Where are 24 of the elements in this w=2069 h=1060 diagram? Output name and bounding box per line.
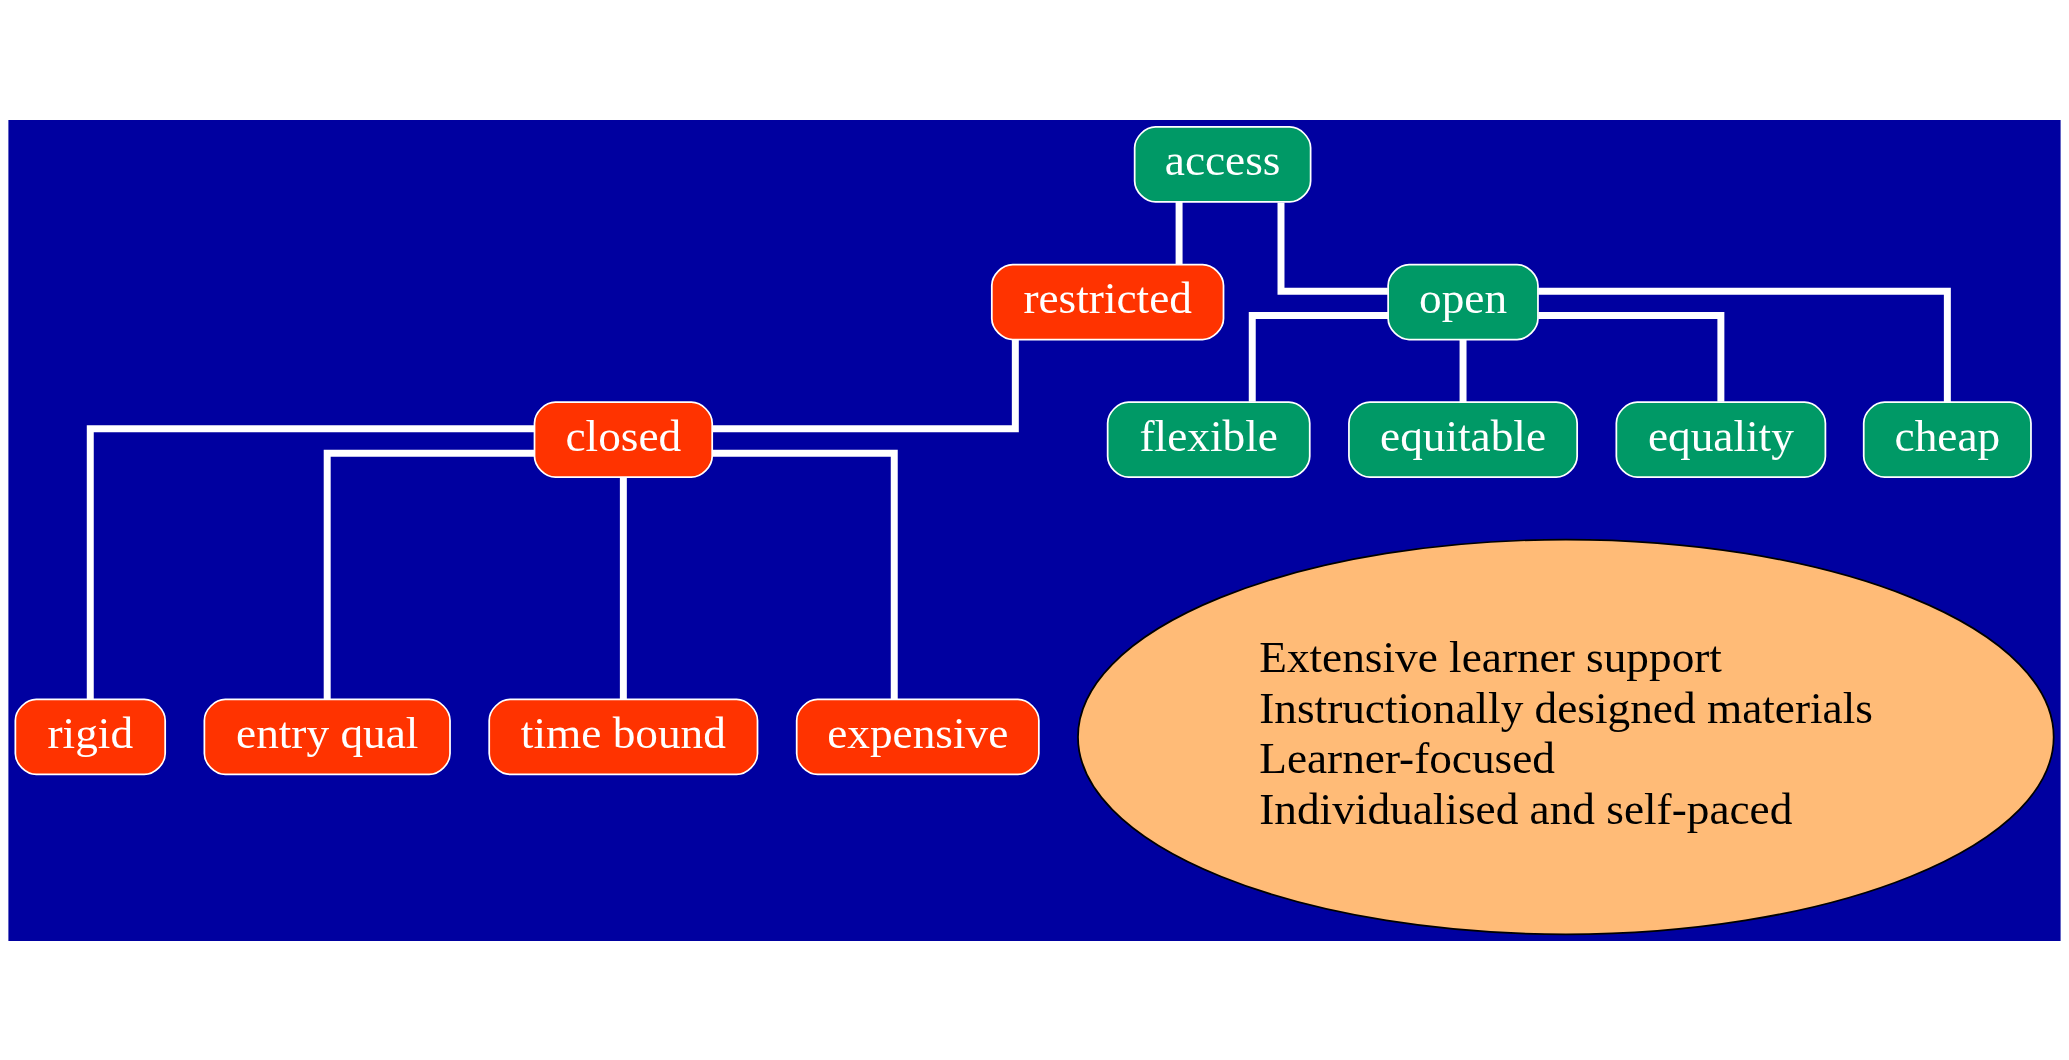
node-ellipse: Extensive learner support Instructionally designed materials Learner-focused Individualised and self-paced: [1077, 538, 2055, 935]
connector: [86, 424, 535, 699]
node-box: equality: [1615, 400, 1827, 478]
connector: [1459, 339, 1467, 402]
connector: [619, 476, 627, 699]
connector: [1248, 311, 1389, 402]
node-box: closed: [533, 400, 714, 478]
connector: [1538, 311, 1725, 402]
connector: [1277, 201, 1388, 295]
node-box: open: [1387, 263, 1539, 340]
connector: [712, 449, 898, 699]
node-box: equitable: [1348, 400, 1579, 478]
node-box: flexible: [1106, 400, 1311, 478]
node-box: rigid: [14, 698, 167, 775]
node-box: cheap: [1862, 400, 2032, 478]
node-box: restricted: [990, 263, 1225, 340]
node-box: time bound: [488, 698, 759, 775]
node-box: access: [1133, 125, 1312, 203]
connector: [1538, 287, 1951, 402]
node-box: entry qual: [203, 698, 451, 775]
connector: [1175, 201, 1183, 264]
connector: [712, 339, 1019, 432]
connector: [323, 449, 535, 699]
node-box: expensive: [795, 698, 1040, 775]
